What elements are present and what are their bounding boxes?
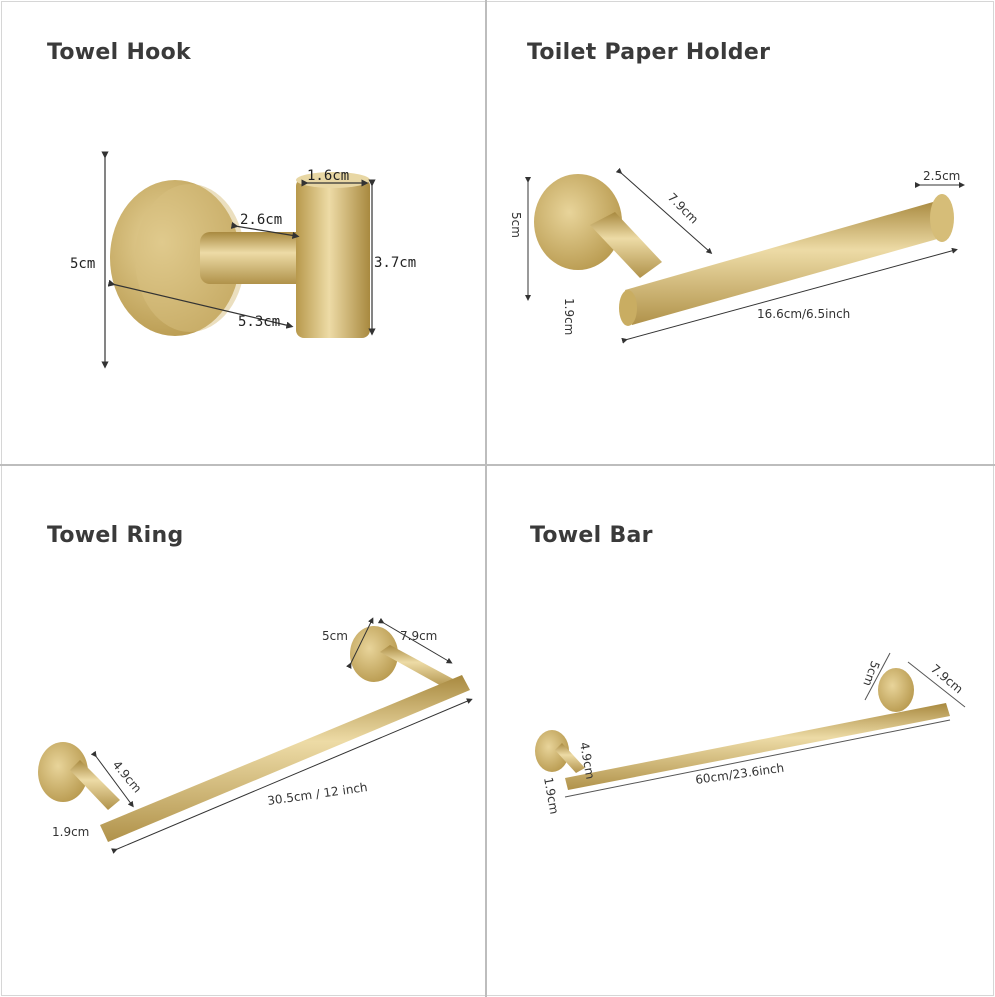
dimension-label: 5cm [509,212,523,238]
toilet-paper-holder-illustration: 2.5cm 7.9cm 5cm 1.9cm 16.6cm/6.5inch [509,167,965,344]
towel-ring-illustration: 5cm 7.9cm 4.9cm 30.5cm / 12 inch 1.9cm [38,617,473,854]
dimension-label: 2.6cm [240,212,282,228]
towel-bar-illustration: 5cm 7.9cm 4.9cm 60cm/23.6inch 1.9cm [535,652,966,815]
dimension-label: 1.9cm [541,776,561,815]
dimension-label: 5cm [322,629,348,643]
dimension-label: 5cm [70,256,95,272]
dimension-label: 5.3cm [238,314,280,330]
dimension-label: 16.6cm/6.5inch [757,307,850,321]
dimension-label: 1.6cm [307,168,349,184]
dimension-label: 4.9cm [577,741,597,780]
panel-title-towel-ring: Towel Ring [47,523,184,548]
dimension-label: 7.9cm [400,629,437,643]
dimension-label: 3.7cm [374,255,416,271]
dimension-label: 7.9cm [665,190,701,226]
panel-title-toilet-paper-holder: Toilet Paper Holder [527,40,771,65]
dimension-label: 7.9cm [928,662,966,697]
dimension-label: 2.5cm [923,169,960,183]
divider-horizontal [0,464,995,466]
divider-vertical [485,0,487,997]
dimension-label: 1.9cm [562,298,576,335]
dimension-label: 60cm/23.6inch [694,761,785,787]
towel-hook-illustration: 1.6cm 2.6cm 5cm 3.7cm 5.3cm [70,151,416,369]
dimension-label: 4.9cm [110,758,145,796]
dimension-label: 30.5cm / 12 inch [266,780,368,808]
panel-title-towel-hook: Towel Hook [47,40,191,65]
dimension-label: 1.9cm [52,825,89,839]
panel-title-towel-bar: Towel Bar [530,523,653,548]
